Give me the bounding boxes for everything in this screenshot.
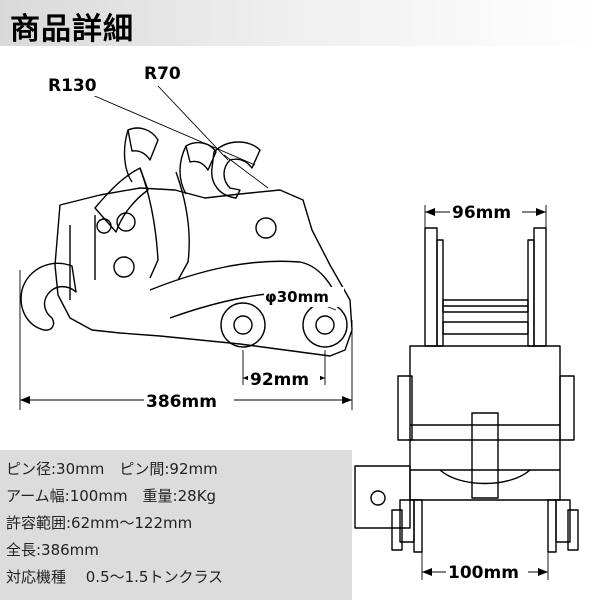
dim-width-top: 96mm: [452, 203, 511, 223]
dim-pin-pitch: 92mm: [250, 370, 309, 390]
page-title: 商品詳細: [10, 12, 134, 47]
front-dimension-lines: [421, 205, 549, 580]
dim-overall-length: 386mm: [146, 392, 217, 412]
spec-machine-class: 対応機種 0.5〜1.5トンクラス: [6, 568, 224, 586]
side-view: [20, 127, 353, 357]
dim-width-bottom: 100mm: [448, 563, 519, 583]
header-bar: 商品詳細: [0, 0, 600, 47]
dim-pin-diameter: φ30mm: [265, 288, 329, 306]
radius-leaders: [89, 85, 269, 189]
spec-pin: ピン径:30mm ピン間:92mm: [6, 460, 218, 478]
spec-length: 全長:386mm: [6, 541, 99, 559]
spec-panel: ピン径:30mm ピン間:92mm アーム幅:100mm 重量:28Kg 許容範…: [0, 450, 352, 600]
front-dimension-arrows: [422, 208, 548, 576]
front-view: [354, 227, 579, 553]
spec-tolerance: 許容範囲:62mm〜122mm: [6, 514, 193, 532]
spec-arm-weight: アーム幅:100mm 重量:28Kg: [6, 487, 217, 505]
dim-r70: R70: [144, 64, 181, 84]
dim-r130: R130: [48, 76, 97, 96]
